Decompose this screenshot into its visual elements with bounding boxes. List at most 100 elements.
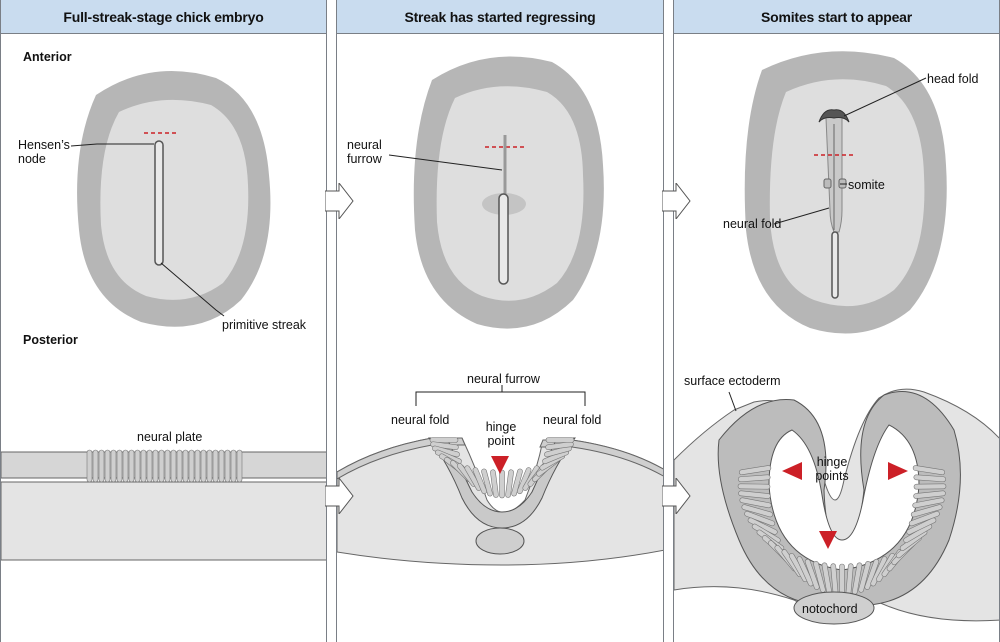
head-fold-leader: [843, 77, 927, 117]
epithelial-cell: [110, 449, 117, 483]
neural-fold-leader: [773, 207, 830, 225]
epithelial-cell: [545, 437, 575, 443]
hinge-point-right-marker: [888, 462, 908, 480]
epithelial-cell: [212, 449, 219, 483]
primitive-streak-label: primitive streak: [222, 318, 307, 332]
epithelial-cell: [910, 504, 943, 518]
epithelial-cell: [92, 449, 99, 483]
epithelial-cell: [912, 465, 946, 476]
epithelial-cell: [913, 474, 947, 483]
epithelial-cell: [224, 449, 231, 483]
epithelial-cell: [505, 469, 514, 498]
epithelial-cell: [104, 449, 111, 483]
neural-tube-cells: [737, 465, 947, 597]
head-fold-label: head fold: [927, 72, 979, 86]
epithelial-cell: [164, 449, 171, 483]
epithelial-cell: [906, 517, 937, 535]
progression-arrow-1-bottom: [325, 478, 354, 514]
notochord-label: notochord: [802, 602, 858, 616]
hinge-point-marker: [491, 456, 509, 474]
progression-arrow-1-top: [325, 183, 354, 219]
panel-1-drawing: [1, 70, 326, 561]
panel-streak-regressing: Streak has started regressing neural fur…: [336, 0, 664, 642]
epithelial-cell: [544, 445, 572, 458]
neural-fold-left-label: neural fold: [391, 413, 450, 427]
epithelial-cell: [140, 449, 147, 483]
head-fold-shape: [818, 109, 850, 123]
epithelial-cell: [194, 449, 201, 483]
epithelial-cell: [739, 497, 772, 509]
epithelial-cell: [134, 449, 141, 483]
surface-ectoderm-leader: [728, 391, 737, 412]
epithelial-cell: [152, 449, 159, 483]
epithelial-cell: [170, 449, 177, 483]
epithelial-cell: [472, 467, 488, 495]
somite-left: [823, 178, 832, 189]
epithelial-cell: [741, 504, 774, 518]
epithelial-cell: [116, 449, 123, 483]
surface-ectoderm-label: surface ectoderm: [684, 374, 781, 388]
epithelial-cell: [481, 468, 493, 497]
panel-2-drawing: [337, 56, 663, 566]
epithelial-cell: [128, 449, 135, 483]
neural-fold-label: neural fold: [723, 217, 782, 231]
epithelial-cell: [744, 511, 776, 527]
epithelial-cell: [913, 483, 947, 490]
epithelial-cell: [804, 558, 820, 590]
hinge-point-left-marker: [782, 462, 802, 480]
panel-full-streak: Full-streak-stage chick embryo Anterior …: [0, 0, 327, 642]
epithelial-cell: [158, 449, 165, 483]
hinge-point-bottom-marker: [819, 531, 837, 549]
epithelial-cell: [200, 449, 207, 483]
epithelial-cell: [230, 449, 237, 483]
epithelial-cell: [545, 441, 574, 451]
hensens-node-leader: [70, 143, 154, 147]
epithelial-cell: [236, 449, 243, 483]
neural-furrow-section-label: neural furrow: [467, 372, 540, 386]
epithelial-cell: [913, 490, 946, 499]
epithelial-cell: [464, 465, 482, 491]
epithelial-cell: [176, 449, 183, 483]
notochord: [475, 527, 525, 555]
primitive-streak: [154, 140, 164, 266]
epithelial-cell: [122, 449, 129, 483]
epithelial-cell: [737, 474, 771, 483]
primitive-streak: [831, 231, 839, 299]
epithelial-cell: [858, 560, 871, 593]
regressing-streak: [498, 193, 509, 285]
epithelial-cell: [86, 449, 93, 483]
epithelial-cell: [429, 437, 459, 443]
hinge-points-label: hinge points: [815, 455, 849, 483]
epithelial-cell: [738, 465, 772, 476]
progression-arrow-2-bottom: [662, 478, 691, 514]
neural-plate-cells: [86, 449, 243, 483]
epithelial-cell: [796, 556, 814, 587]
anterior-label: Anterior: [23, 50, 72, 64]
neural-plate-cells: [429, 437, 575, 499]
progression-arrow-2-top: [662, 183, 691, 219]
embryo-inner-area: [769, 79, 925, 307]
neural-furrow-leader: [388, 154, 503, 171]
epithelial-cell: [908, 511, 940, 527]
epithelial-cell: [218, 449, 225, 483]
epithelial-cell: [839, 563, 845, 597]
neural-lumen: [768, 424, 920, 571]
epithelial-cell: [738, 490, 771, 499]
epithelial-cell: [182, 449, 189, 483]
epithelial-cell: [206, 449, 213, 483]
neural-fold-right-label: neural fold: [543, 413, 602, 427]
panel-2-title: Streak has started regressing: [337, 0, 663, 34]
neural-furrow-bracket: [415, 385, 586, 406]
epithelial-cell: [912, 497, 945, 509]
embryo-inner-area: [100, 99, 249, 300]
epithelial-cell: [490, 469, 499, 498]
epithelial-cell: [737, 483, 771, 490]
panel-3-drawing: [674, 51, 999, 625]
neural-furrow-label: neural furrow: [347, 138, 382, 166]
hensens-node-label: Hensen’s node: [18, 138, 70, 166]
epithelial-cell: [146, 449, 153, 483]
panel-3-title: Somites start to appear: [674, 0, 999, 34]
somite-label: somite: [848, 178, 885, 192]
hinge-point-label: hinge point: [485, 420, 517, 448]
panel-somites: Somites start to appear head fold somite…: [673, 0, 1000, 642]
